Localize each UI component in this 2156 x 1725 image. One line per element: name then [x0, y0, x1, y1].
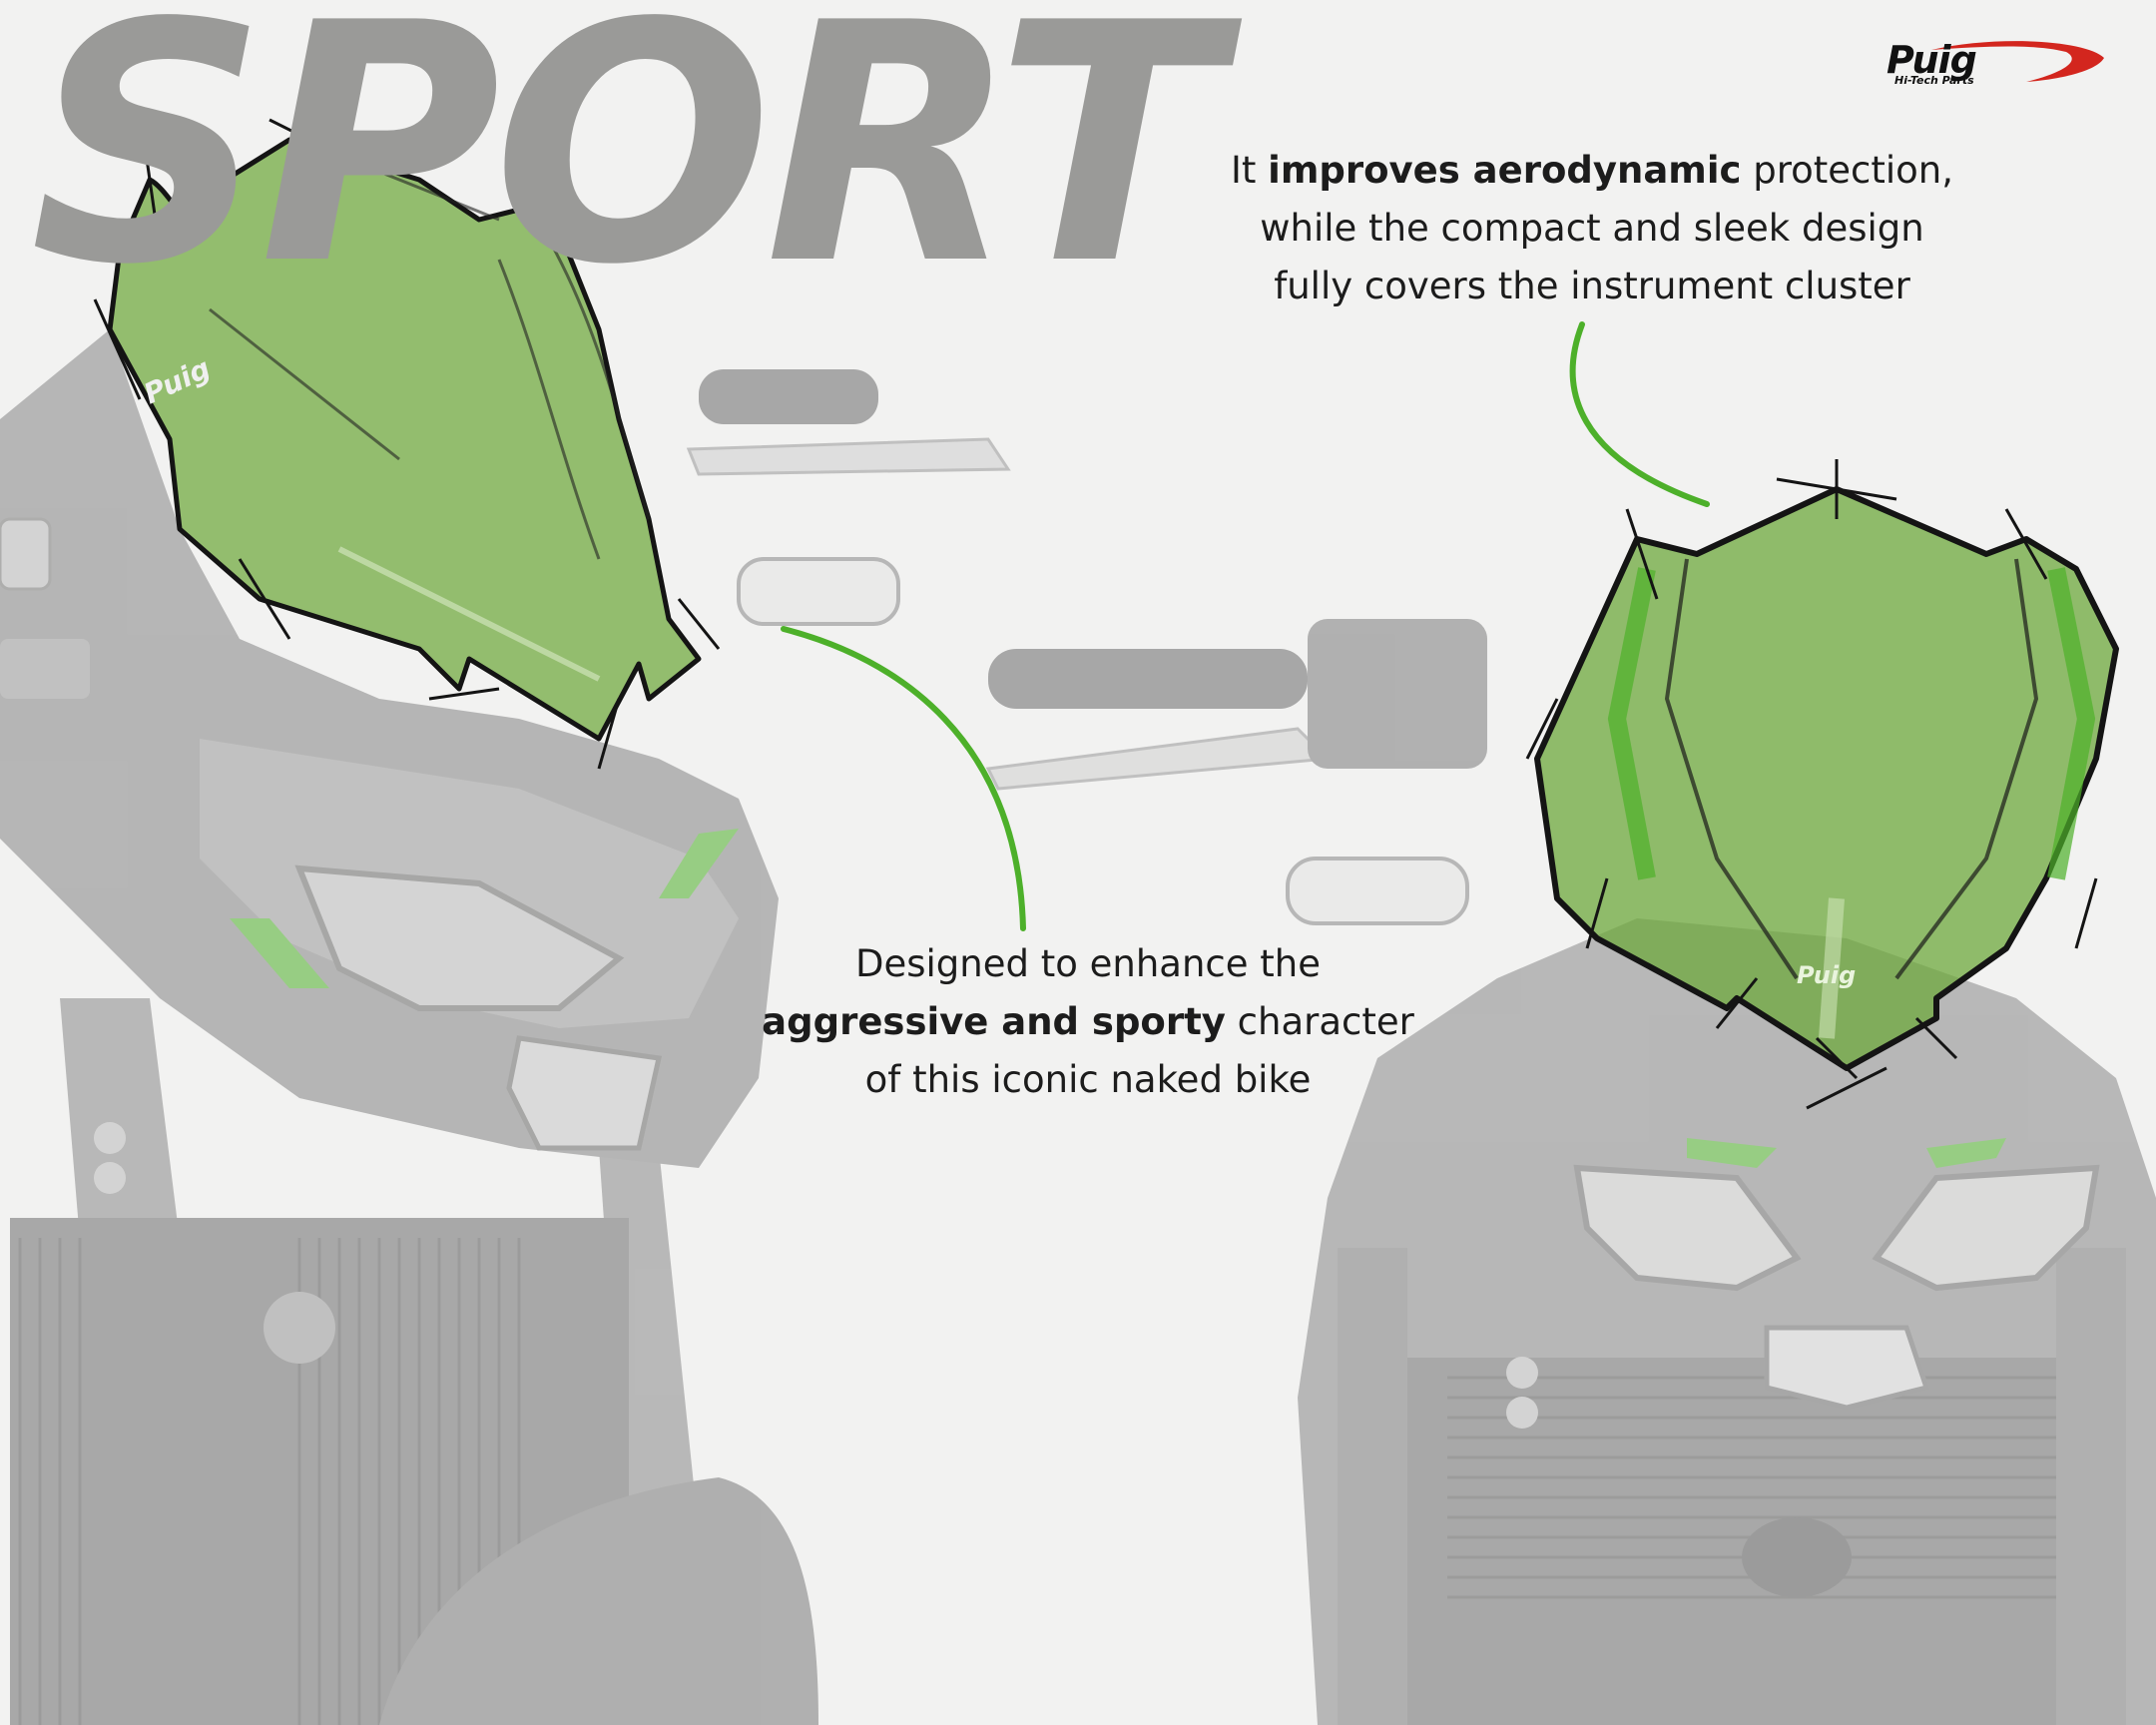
right-bike	[985, 619, 2156, 1725]
brand-logo: Puig Hi-Tech Parts	[1886, 38, 2116, 88]
screen-logo-right: Puig	[1797, 961, 1856, 989]
callout-aerodynamic-line1: It improves aerodynamic protection,	[1178, 142, 2006, 200]
callout-aerodynamic-pre: It	[1230, 149, 1269, 192]
callout-sporty: Designed to enhance the aggressive and s…	[749, 935, 1427, 1109]
headline-sport: SPORT	[30, 0, 1220, 336]
callout-aerodynamic-line3: fully covers the instrument cluster	[1274, 265, 1910, 307]
callout-sporty-bold: aggressive and sporty	[762, 1000, 1226, 1043]
callout-curve-top	[1569, 321, 1710, 507]
callout-aerodynamic: It improves aerodynamic protection, whil…	[1178, 142, 2006, 315]
brand-tagline: Hi-Tech Parts	[1894, 74, 1974, 87]
right-windscreen: Puig	[1525, 459, 2119, 1110]
callout-sporty-line1: Designed to enhance the	[854, 942, 1322, 985]
callout-sporty-post: character	[1225, 1000, 1414, 1043]
callout-aerodynamic-bold: improves aerodynamic	[1268, 149, 1742, 192]
left-bike	[0, 329, 1011, 1725]
callout-aerodynamic-post: protection,	[1741, 149, 1954, 192]
callout-sporty-line3: of this iconic naked bike	[864, 1058, 1312, 1101]
callout-sporty-line2: aggressive and sporty character	[749, 993, 1427, 1051]
callout-aerodynamic-line2: while the compact and sleek design	[1260, 207, 1924, 250]
callout-curve-bottom	[781, 626, 1026, 931]
brand-name: Puig	[1886, 38, 1977, 82]
logo-swoosh	[1931, 41, 2104, 82]
left-windscreen: Puig	[93, 109, 721, 770]
